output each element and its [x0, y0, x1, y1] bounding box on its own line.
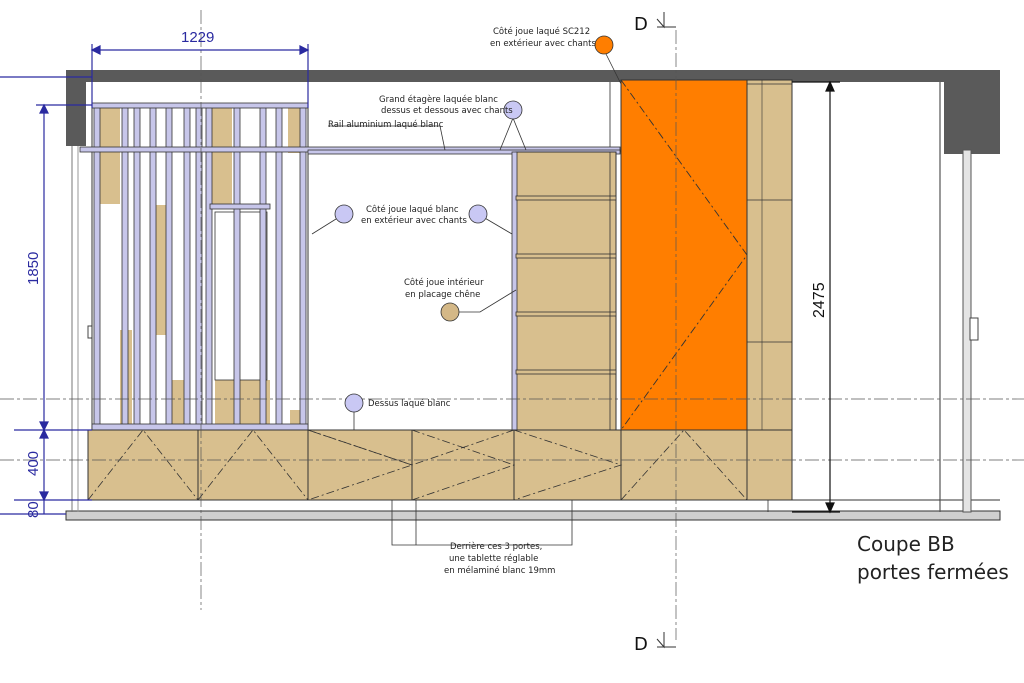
note-derriere-3: en mélaminé blanc 19mm: [444, 565, 555, 576]
orange-door: [620, 79, 748, 431]
note-sc212-2: en extérieur avec chants: [490, 38, 596, 49]
section-marker-top: D: [634, 12, 676, 35]
note-interieur-1: Côté joue intérieur: [404, 277, 484, 288]
drawing-title-line2: portes fermées: [857, 560, 1009, 584]
frame-bottom-rail: [91, 423, 309, 431]
frame-mid-rail: [209, 203, 271, 210]
dimension-right: [792, 80, 840, 514]
right-column: [746, 79, 793, 431]
frame-uprights: [93, 105, 307, 429]
drawing-title-line1: Coupe BB: [857, 532, 955, 556]
note-derriere-2: une tablette réglable: [449, 553, 538, 564]
left-wall-top: [66, 70, 86, 146]
base-door-swings: [87, 429, 748, 501]
dimension-top: [90, 44, 310, 108]
marker-sc212: [594, 35, 614, 55]
base-body: [87, 429, 793, 501]
dimension-right-label: 2475: [811, 282, 828, 318]
ceiling-slab: [66, 70, 1000, 82]
marker-cote-joue-interieur: [440, 302, 460, 322]
note-sc212-1: Côté joue laqué SC212: [493, 26, 590, 37]
middle-shelves: [515, 195, 617, 375]
oak-panel-3: [210, 108, 232, 204]
marker-cote-joue-right: [468, 204, 488, 224]
top-shelf: [79, 146, 621, 155]
section-marker-bottom-label: D: [634, 634, 648, 655]
note-etagere-1: Grand étagère laquée blanc: [379, 94, 498, 105]
white-panel-1: [214, 211, 268, 381]
marker-grand-etagere: [503, 100, 523, 120]
orange-panel: [620, 79, 748, 431]
section-marker-bottom: D: [634, 632, 676, 655]
axis-lines: [0, 10, 1024, 640]
dimension-left-lower-label: 400: [25, 451, 42, 476]
dimension-top-label: 1229: [181, 29, 214, 46]
note-cote-joue-blanc-2: en extérieur avec chants: [361, 215, 467, 226]
note-dessus: Dessus laqué blanc: [368, 398, 451, 409]
middle-shelving: [511, 151, 617, 431]
walls: [65, 70, 1001, 521]
right-door-handle: [969, 317, 979, 341]
base-right-block: [746, 429, 793, 501]
right-wall-top: [944, 70, 1000, 154]
note-etagere-2: dessus et dessous avec chants: [381, 106, 513, 116]
marker-dessus: [344, 393, 364, 413]
section-marker-top-label: D: [634, 14, 648, 35]
note-cote-joue-blanc-1: Côté joue laqué blanc: [366, 204, 459, 215]
marker-cote-joue-left: [334, 204, 354, 224]
oak-panel-1: [100, 108, 120, 204]
right-column-body: [746, 79, 793, 431]
dimension-left: [0, 76, 92, 515]
base-cabinets: [87, 429, 940, 512]
left-frame-unit: [91, 102, 309, 431]
frame-top-rail: [91, 102, 309, 109]
floor-slab: [65, 510, 1001, 521]
dimension-left-upper-label: 1850: [25, 252, 42, 285]
middle-shelving-body: [515, 151, 617, 431]
left-door-handle: [87, 325, 93, 339]
note-rail: Rail aluminium laqué blanc: [328, 119, 444, 130]
note-derriere-1: Derrière ces 3 portes,: [450, 541, 542, 552]
note-interieur-2: en placage chêne: [405, 289, 480, 300]
dimension-left-base-label: 80: [25, 501, 42, 518]
grand-etagere: [307, 149, 621, 155]
